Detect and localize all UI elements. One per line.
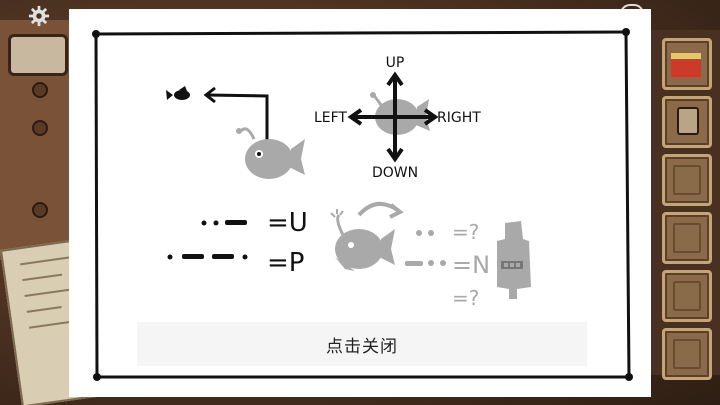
jar-icon [677, 107, 699, 135]
code-p-text: =P [267, 248, 304, 278]
slot-frame [673, 339, 701, 369]
morse-code-unknown [405, 230, 446, 266]
inventory-slot[interactable] [662, 212, 712, 264]
cross-arrows-icon [347, 71, 439, 163]
anglerfish-icon [236, 127, 305, 179]
rivet [32, 120, 48, 136]
compass-up-label: UP [386, 55, 405, 71]
inventory-slot[interactable] [662, 270, 712, 322]
inventory-slot-jar[interactable] [662, 96, 712, 148]
card-frame [94, 30, 631, 379]
morse-code-u [201, 220, 247, 226]
totem-icon [497, 221, 531, 299]
anglerfish-icon [335, 213, 395, 271]
inventory-bar [648, 30, 720, 380]
rivet [32, 202, 48, 218]
hint-card: UP DOWN LEFT RIGHT =U =P [69, 9, 651, 397]
wall-panel [0, 20, 73, 260]
inventory-slot-flag[interactable] [662, 38, 712, 90]
close-hint-button[interactable]: 点击关闭 [137, 322, 587, 366]
path-arrow [203, 86, 269, 159]
compass-right-label: RIGHT [437, 110, 481, 126]
slot-frame [673, 165, 701, 195]
paper-line [26, 306, 62, 313]
unknown-code-3: =? [452, 286, 479, 310]
frame-corners [92, 28, 633, 381]
paper-line [22, 273, 63, 282]
gear-icon[interactable] [28, 5, 50, 27]
slot-frame [673, 281, 701, 311]
inventory-slot[interactable] [662, 154, 712, 206]
spark-lines [330, 209, 344, 218]
morse-code-p [167, 254, 248, 260]
panel-window [8, 34, 68, 76]
unknown-code-2: =N [452, 251, 490, 279]
paper-line [20, 256, 70, 266]
anglerfish-icon [370, 92, 430, 135]
fish-icon [166, 86, 190, 100]
flag-icon [671, 53, 701, 77]
rotate-arrow [357, 202, 404, 219]
inventory-slot[interactable] [662, 328, 712, 380]
rivet [32, 82, 48, 98]
hint-drawing: UP DOWN LEFT RIGHT =U =P [92, 28, 633, 381]
unknown-code-1: =? [452, 220, 479, 244]
slot-frame [673, 223, 701, 253]
compass-down-label: DOWN [372, 165, 418, 181]
compass-left-label: LEFT [314, 110, 347, 126]
code-u-text: =U [267, 208, 308, 238]
